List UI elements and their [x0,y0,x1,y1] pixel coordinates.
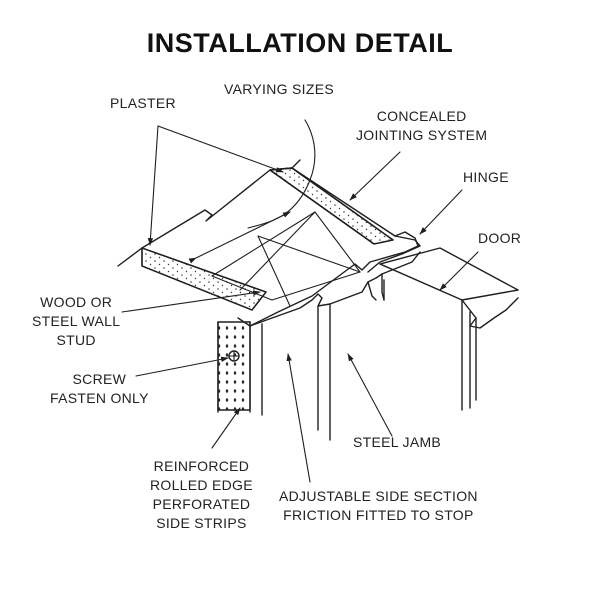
steel-jamb [249,251,421,441]
screw-head [228,350,240,362]
label-varying-sizes: VARYING SIZES [224,81,334,97]
label-concealed-jointing-system: CONCEALED JOINTING SYSTEM [356,108,488,143]
jointing-channel [237,167,419,327]
hinge [367,235,421,273]
label-wood-steel-stud: WOOD OR STEEL WALL STUD [32,294,121,348]
label-hinge: HINGE [463,169,509,185]
label-screw-fasten: SCREW FASTEN ONLY [50,371,149,406]
perforated-side-strip [217,321,251,413]
plaster-left-slab [141,247,267,311]
label-reinforced-side-strips: REINFORCED ROLLED EDGE PERFORATED SIDE S… [150,458,253,531]
label-door: DOOR [478,230,522,246]
plaster-top-slab [269,167,394,245]
label-adjustable-side-section: ADJUSTABLE SIDE SECTION FRICTION FITTED … [279,488,478,523]
page-title: INSTALLATION DETAIL [146,28,454,58]
varying-sizes-dimension [188,119,316,264]
leader-lines [121,125,479,483]
label-plaster: PLASTER [110,95,176,111]
label-steel-jamb: STEEL JAMB [353,434,442,450]
door [379,247,519,411]
